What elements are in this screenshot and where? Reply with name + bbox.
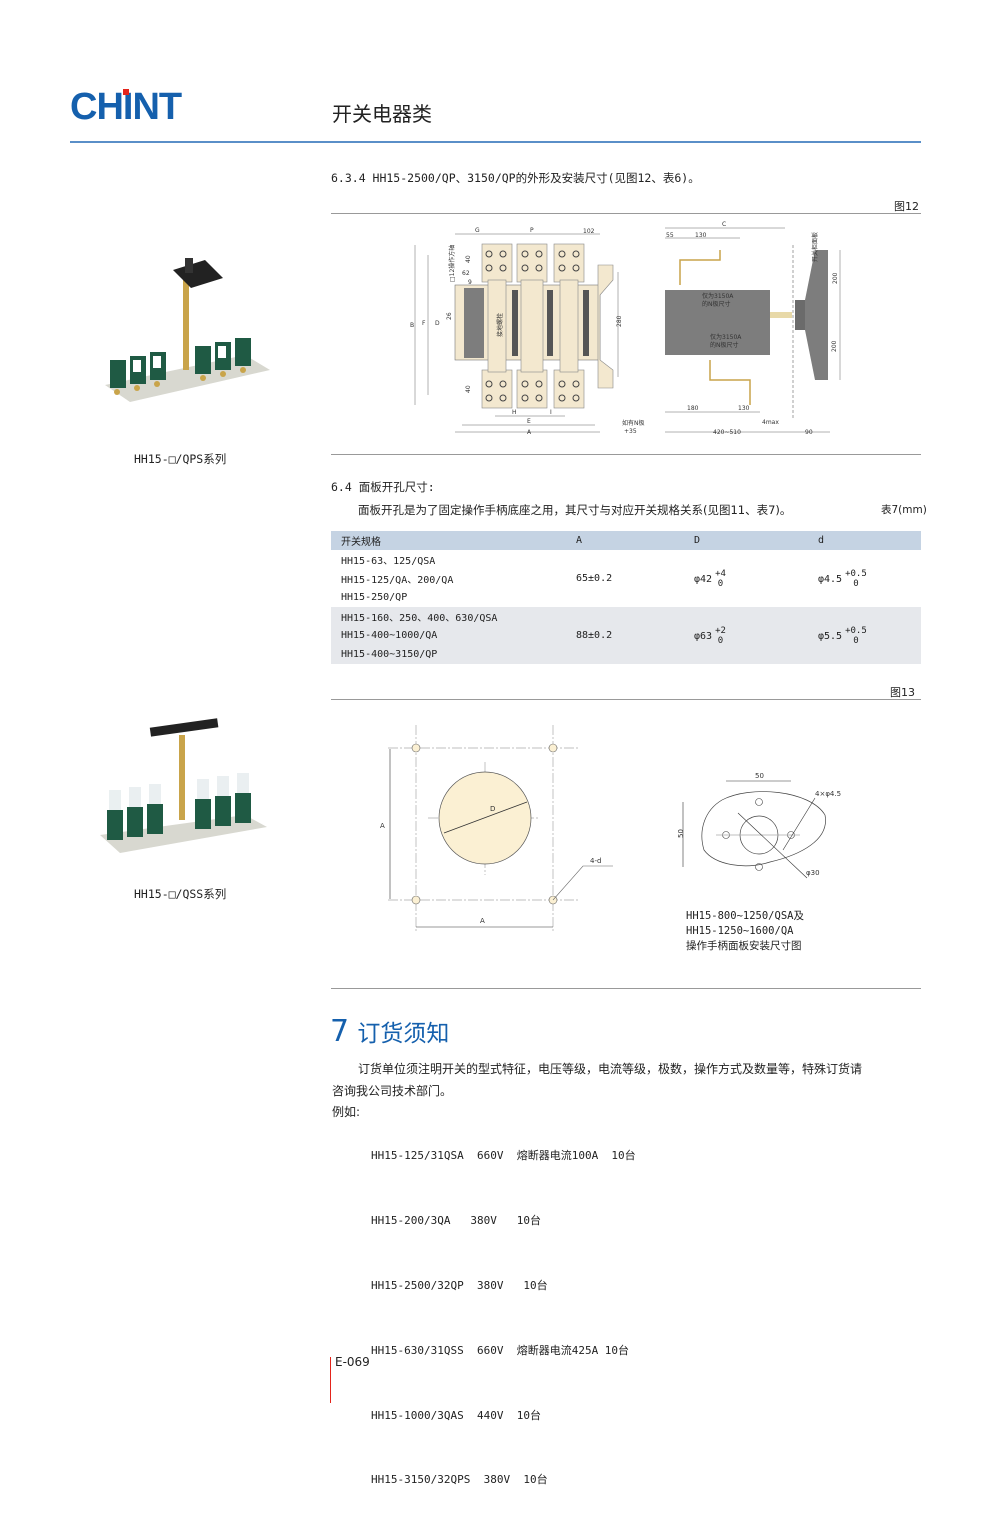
- svg-text:102: 102: [583, 228, 595, 235]
- svg-text:B: B: [410, 322, 414, 329]
- section-634-title: 6.3.4 HH15-2500/QP、3150/QP的外形及安装尺寸(见图12、…: [331, 171, 700, 185]
- svg-text:4×φ4.5: 4×φ4.5: [815, 790, 841, 798]
- svg-text:420~510: 420~510: [713, 429, 741, 436]
- example-item: HH15-3150/32QPS 380V 10台: [371, 1473, 548, 1487]
- svg-text:D: D: [435, 320, 440, 327]
- figure-13-drawing: A A D 4-d 50 50 4×φ4.5 φ30: [380, 725, 841, 932]
- svg-text:的N极尺寸: 的N极尺寸: [710, 341, 739, 349]
- category-title: 开关电器类: [332, 102, 432, 126]
- divider: [331, 699, 921, 700]
- svg-text:A: A: [380, 822, 385, 830]
- svg-text:200: 200: [831, 340, 838, 352]
- svg-text:仅为3150A: 仅为3150A: [710, 333, 742, 341]
- svg-text:130: 130: [695, 232, 707, 239]
- svg-text:50: 50: [755, 772, 764, 780]
- page-number: E-069: [335, 1355, 370, 1369]
- figure-12-label: 图12: [894, 200, 919, 213]
- svg-text:仅为3150A: 仅为3150A: [702, 292, 734, 300]
- section-64-title: 6.4 面板开孔尺寸:: [331, 480, 435, 494]
- svg-text:E: E: [527, 418, 531, 425]
- examples-list: 例如: HH15-125/31QSA 660V 熔断器电流100A 10台 HH…: [332, 1102, 924, 1486]
- table-header-row: 开关规格 A D d: [331, 531, 921, 550]
- divider: [331, 213, 921, 214]
- example-item: HH15-125/31QSA 660V 熔断器电流100A 10台: [371, 1149, 636, 1163]
- page-marker: [330, 1357, 331, 1403]
- table-row: HH15-400~3150/QP: [331, 645, 921, 664]
- svg-text:280: 280: [616, 315, 623, 327]
- svg-text:A: A: [527, 429, 532, 436]
- svg-text:90: 90: [805, 429, 813, 436]
- svg-text:40: 40: [465, 255, 472, 263]
- svg-text:130: 130: [738, 405, 750, 412]
- svg-text:4max: 4max: [762, 419, 779, 426]
- svg-text:φ30: φ30: [806, 869, 820, 877]
- example-item: HH15-2500/32QP 380V 10台: [371, 1278, 548, 1292]
- svg-text:40: 40: [465, 385, 472, 393]
- svg-text:如有N极: 如有N极: [622, 419, 645, 427]
- product-image-qps: [105, 258, 270, 402]
- svg-text:55: 55: [666, 232, 674, 239]
- section-7-heading: 7 订货须知: [330, 1014, 450, 1049]
- table-7-label: 表7(mm): [881, 504, 927, 516]
- svg-text:□12操作方轴: □12操作方轴: [448, 245, 456, 282]
- svg-text:F: F: [422, 320, 426, 327]
- svg-text:C: C: [722, 221, 726, 228]
- svg-text:A: A: [480, 917, 485, 925]
- divider: [331, 454, 921, 455]
- svg-text:接地螺栓: 接地螺栓: [496, 313, 504, 337]
- svg-text:26: 26: [446, 312, 453, 320]
- svg-text:D: D: [490, 805, 495, 813]
- section-64-intro: 面板开孔是为了固定操作手柄底座之用，其尺寸与对应开关规格关系(见图11、表7)。: [358, 503, 792, 517]
- header-divider: [70, 141, 921, 143]
- product-image-qss: [100, 718, 267, 853]
- svg-text:G: G: [475, 227, 480, 234]
- svg-text:180: 180: [687, 405, 699, 412]
- svg-text:P: P: [530, 227, 534, 234]
- svg-text:的N极尺寸: 的N极尺寸: [702, 300, 731, 308]
- order-notes: 订货单位须注明开关的型式特征，电压等级，电流等级，极数，操作方式及数量等，特殊订…: [332, 1059, 924, 1486]
- table-row: HH15-125/QA、200/QA: [341, 575, 454, 586]
- product-caption-qss: HH15-□/QSS系列: [134, 887, 227, 901]
- svg-text:50: 50: [677, 829, 685, 838]
- svg-text:4-d: 4-d: [590, 857, 601, 865]
- svg-text:H: H: [512, 409, 517, 416]
- example-item: HH15-1000/3QAS 440V 10台: [371, 1408, 541, 1422]
- table-row: HH15-400~1000/QA: [331, 626, 921, 645]
- svg-text:62: 62: [462, 270, 470, 277]
- svg-text:I: I: [550, 409, 552, 416]
- example-item: HH15-630/31QSS 660V 熔断器电流425A 10台: [371, 1343, 630, 1357]
- svg-text:开关柜面板: 开关柜面板: [811, 232, 819, 262]
- figure-12-drawing: G P 102 40 62 9 □12操作方轴 26 D F B 280 接地螺…: [410, 221, 841, 436]
- divider: [331, 988, 921, 989]
- product-caption-qps: HH15-□/QPS系列: [134, 452, 227, 466]
- example-item: HH15-200/3QA 380V 10台: [371, 1214, 541, 1228]
- figure-13-caption: HH15-800~1250/QSA及 HH15-1250~1600/QA 操作手…: [686, 910, 804, 952]
- table-row: HH15-250/QP: [341, 592, 408, 603]
- svg-text:200: 200: [832, 272, 839, 284]
- svg-text:9: 9: [468, 279, 472, 286]
- figure-13-label: 图13: [890, 686, 915, 699]
- svg-text:+35: +35: [624, 428, 637, 435]
